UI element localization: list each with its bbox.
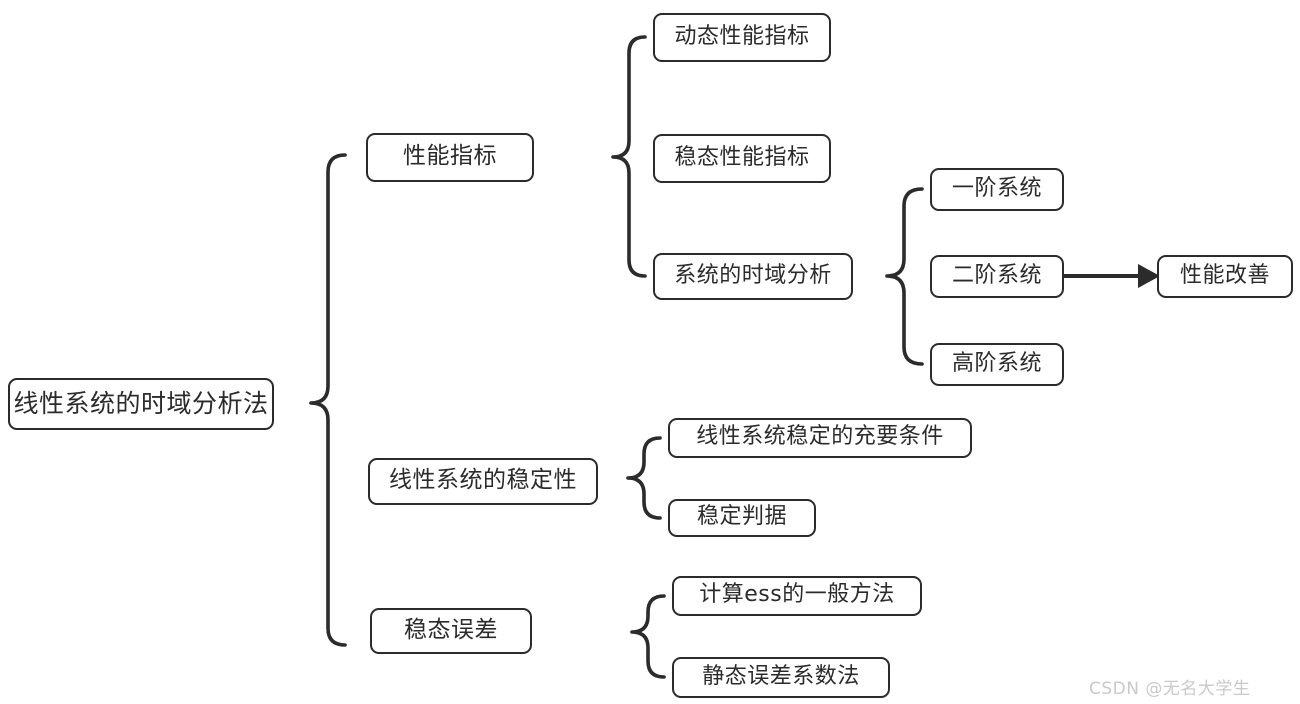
brace-root bbox=[309, 153, 347, 647]
node-root-label: 线性系统的时域分析法 bbox=[13, 388, 269, 418]
node-linear-stability[interactable]: 线性系统的稳定性 bbox=[368, 458, 598, 505]
brace-time-domain bbox=[885, 187, 924, 366]
node-static-error-coefficient-label: 静态误差系数法 bbox=[702, 663, 860, 689]
node-stability-criterion-label: 稳定判据 bbox=[696, 504, 787, 529]
brace-performance-index bbox=[611, 35, 647, 278]
node-dynamic-index[interactable]: 动态性能指标 bbox=[653, 13, 831, 62]
node-ess-method-label: 计算ess的一般方法 bbox=[699, 582, 895, 607]
node-performance-index-label: 性能指标 bbox=[403, 143, 497, 169]
brace-steady-error bbox=[630, 594, 666, 679]
node-high-order-label: 高阶系统 bbox=[951, 350, 1042, 376]
node-time-domain-analysis[interactable]: 系统的时域分析 bbox=[653, 253, 853, 300]
watermark: CSDN @无名大学生 bbox=[1089, 679, 1251, 699]
node-steady-index[interactable]: 稳态性能指标 bbox=[653, 134, 831, 183]
node-root[interactable]: 线性系统的时域分析法 bbox=[8, 378, 274, 430]
node-high-order[interactable]: 高阶系统 bbox=[930, 343, 1064, 386]
node-linear-stability-label: 线性系统的稳定性 bbox=[389, 467, 577, 493]
node-second-order[interactable]: 二阶系统 bbox=[930, 255, 1064, 298]
node-time-domain-analysis-label: 系统的时域分析 bbox=[674, 262, 832, 288]
node-performance-index[interactable]: 性能指标 bbox=[366, 133, 534, 182]
brace-linear-stability bbox=[626, 436, 662, 520]
node-first-order[interactable]: 一阶系统 bbox=[930, 168, 1064, 211]
node-steady-index-label: 稳态性能指标 bbox=[674, 144, 810, 170]
node-dynamic-index-label: 动态性能指标 bbox=[674, 23, 810, 49]
node-steady-error-label: 稳态误差 bbox=[404, 616, 498, 643]
node-performance-improve-label: 性能改善 bbox=[1179, 262, 1270, 288]
node-first-order-label: 一阶系统 bbox=[951, 175, 1042, 201]
node-steady-error[interactable]: 稳态误差 bbox=[370, 608, 532, 654]
node-stability-condition-label: 线性系统稳定的充要条件 bbox=[696, 424, 944, 449]
node-stability-criterion[interactable]: 稳定判据 bbox=[668, 499, 816, 537]
node-stability-condition[interactable]: 线性系统稳定的充要条件 bbox=[668, 418, 972, 458]
node-second-order-label: 二阶系统 bbox=[951, 262, 1042, 288]
node-static-error-coefficient[interactable]: 静态误差系数法 bbox=[672, 657, 890, 698]
node-ess-method[interactable]: 计算ess的一般方法 bbox=[672, 576, 922, 616]
node-performance-improve[interactable]: 性能改善 bbox=[1157, 255, 1293, 298]
